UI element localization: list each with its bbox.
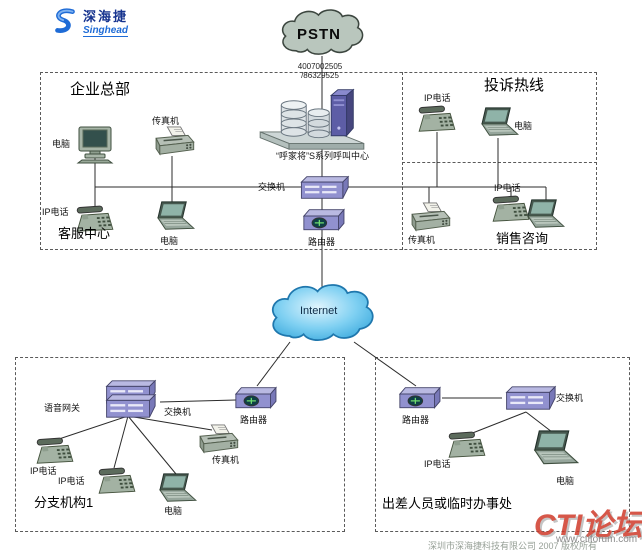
branch-ipphone1-label: IP电话 (30, 466, 57, 476)
branch-title: 分支机构1 (34, 495, 94, 510)
internet-label: Internet (300, 305, 338, 317)
hq-agent-laptop-label: 电脑 (160, 236, 179, 246)
sales-title: 销售咨询 (496, 231, 549, 246)
sales-fax-label: 传真机 (408, 235, 436, 245)
hq-switch-label: 交换机 (258, 182, 286, 192)
remote-switch-icon (500, 384, 558, 412)
hotline-sales-divider (402, 162, 597, 163)
hotline-ipphone-label: IP电话 (424, 93, 451, 103)
hq-agent-computer-icon (76, 126, 116, 164)
branch-ipphone2-label: IP电话 (58, 476, 85, 486)
hq-region-border (40, 72, 597, 250)
brand-name-en: Singhead (83, 25, 129, 37)
branch-ipphone2-icon (96, 466, 138, 496)
sales-fax-icon (406, 202, 452, 234)
brand-s-icon (55, 8, 75, 33)
customer-service-title: 客服中心 (58, 226, 111, 241)
branch-switch-label: 交换机 (164, 407, 192, 417)
sales-laptop-icon (522, 198, 566, 232)
remote-laptop-label: 电脑 (556, 476, 575, 486)
hotline-title: 投诉热线 (484, 77, 545, 94)
hotline-ipphone-icon (416, 104, 458, 134)
footer-copyright: 深圳市深海捷科技有限公司 2007 版权所有 (428, 541, 598, 551)
branch-voice-gateway-label: 语音网关 (44, 403, 81, 413)
access-number-line1: 4007002505 (297, 62, 343, 71)
hq-router-label: 路由器 (308, 237, 336, 247)
remote-laptop-icon (528, 428, 580, 470)
branch-switch-icon (100, 392, 158, 420)
watermark-title: CTI论坛 (534, 509, 642, 542)
branch-laptop-label: 电脑 (164, 506, 183, 516)
branch-router-label: 路由器 (240, 415, 268, 425)
watermark-url: www.ctiforum.com (556, 534, 638, 545)
brand-name-cn: 深海捷 (83, 9, 129, 24)
remote-switch-label: 交换机 (556, 393, 584, 403)
remote-region-border (375, 357, 630, 532)
remote-router-icon (396, 384, 442, 415)
hq-switch-icon (296, 174, 350, 201)
hq-right-divider (402, 72, 403, 250)
remote-title: 出差人员或临时办事处 (382, 496, 513, 511)
hotline-laptop-label: 电脑 (514, 121, 533, 131)
pstn-label: PSTN (297, 26, 342, 43)
branch-fax-icon (194, 424, 240, 456)
hq-agent-computer-label: 电脑 (52, 139, 71, 149)
hq-router-icon (300, 206, 346, 237)
access-number-line2: /86329525 (301, 71, 339, 80)
hq-title: 企业总部 (70, 81, 131, 98)
branch-laptop-icon (154, 472, 198, 506)
brand-logo: 深海捷 Singhead (50, 6, 129, 37)
sales-ipphone-label: IP电话 (494, 183, 521, 193)
call-center-caption: “呼家将”S系列呼叫中心 (276, 151, 369, 161)
remote-router-label: 路由器 (402, 415, 430, 425)
hq-agent-fax-icon (150, 126, 196, 158)
hq-agent-ipphone-label: IP电话 (42, 207, 69, 217)
remote-ipphone-icon (446, 430, 488, 460)
hq-agent-laptop-icon (152, 200, 196, 234)
hq-agent-fax-label: 传真机 (152, 116, 180, 126)
branch-fax-label: 传真机 (212, 455, 240, 465)
remote-ipphone-label: IP电话 (424, 459, 451, 469)
branch-region-border (15, 357, 345, 532)
branch-router-icon (232, 384, 278, 415)
branch-ipphone1-icon (34, 436, 76, 466)
call-center-server-icon (252, 82, 372, 154)
